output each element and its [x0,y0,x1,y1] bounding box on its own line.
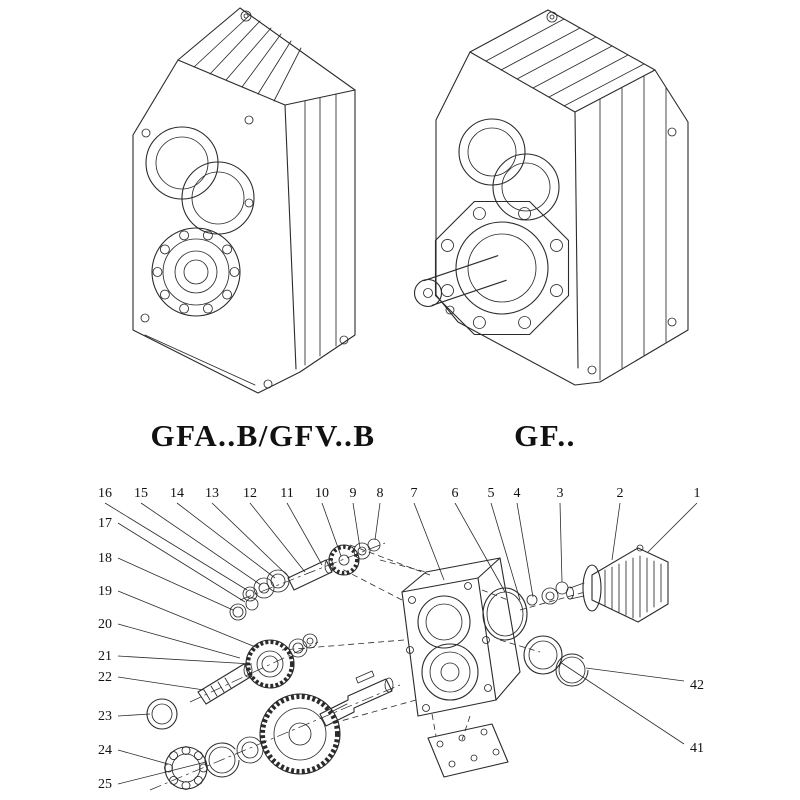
cooling-fins [485,18,645,107]
callout-9: 9 [350,486,357,501]
callout-17: 17 [98,516,112,531]
output-flange [434,200,570,336]
callout-16: 16 [98,486,112,501]
callout-8: 8 [377,486,384,501]
callout-7: 7 [411,486,418,501]
callout-1: 1 [694,486,701,501]
callout-14: 14 [170,486,184,501]
side-panel-ribs [144,93,337,386]
input-shaft-assembly [242,538,381,602]
callout-12: 12 [243,486,257,501]
callout-5: 5 [488,486,495,501]
callout-20: 20 [98,617,112,632]
callout-11: 11 [280,486,293,501]
exploded-diagram: 16 15 14 13 12 11 10 9 8 7 6 5 4 3 2 1 1… [98,486,704,792]
callout-25: 25 [98,777,112,792]
callout-19: 19 [98,584,112,599]
callout-4: 4 [514,486,521,501]
bolt-holes [445,127,677,375]
housing [401,557,521,717]
side-panel-ribs [599,75,667,381]
cooling-fins [193,14,302,102]
output-bearing [151,227,241,317]
projection-lines [149,542,586,791]
callout-10: 10 [315,486,329,501]
callout-41: 41 [690,741,704,756]
callout-15: 15 [134,486,148,501]
bolt-holes [140,115,349,389]
callout-22: 22 [98,670,112,685]
right-model-caption: GF.. [514,418,576,453]
callout-labels: 16 15 14 13 12 11 10 9 8 7 6 5 4 3 2 1 1… [98,486,704,792]
gearbox-drawing-gfab [132,7,356,394]
bearing-bosses [145,126,255,235]
callout-21: 21 [98,649,112,664]
callout-18: 18 [98,551,112,566]
bearing-bosses [458,118,560,221]
left-model-caption: GFA..B/GFV..B [150,418,375,453]
motor-adapter [566,544,669,623]
output-shaft [413,255,507,308]
callout-23: 23 [98,709,112,724]
callout-24: 24 [98,743,112,758]
leader-lines [104,502,698,785]
gearbox-drawing-gf [413,9,689,386]
gasket-plate [427,723,509,778]
callout-3: 3 [557,486,564,501]
output-shaft-assembly [146,670,394,790]
callout-6: 6 [452,486,459,501]
callout-13: 13 [205,486,219,501]
callout-42: 42 [690,678,704,693]
callout-2: 2 [617,486,624,501]
